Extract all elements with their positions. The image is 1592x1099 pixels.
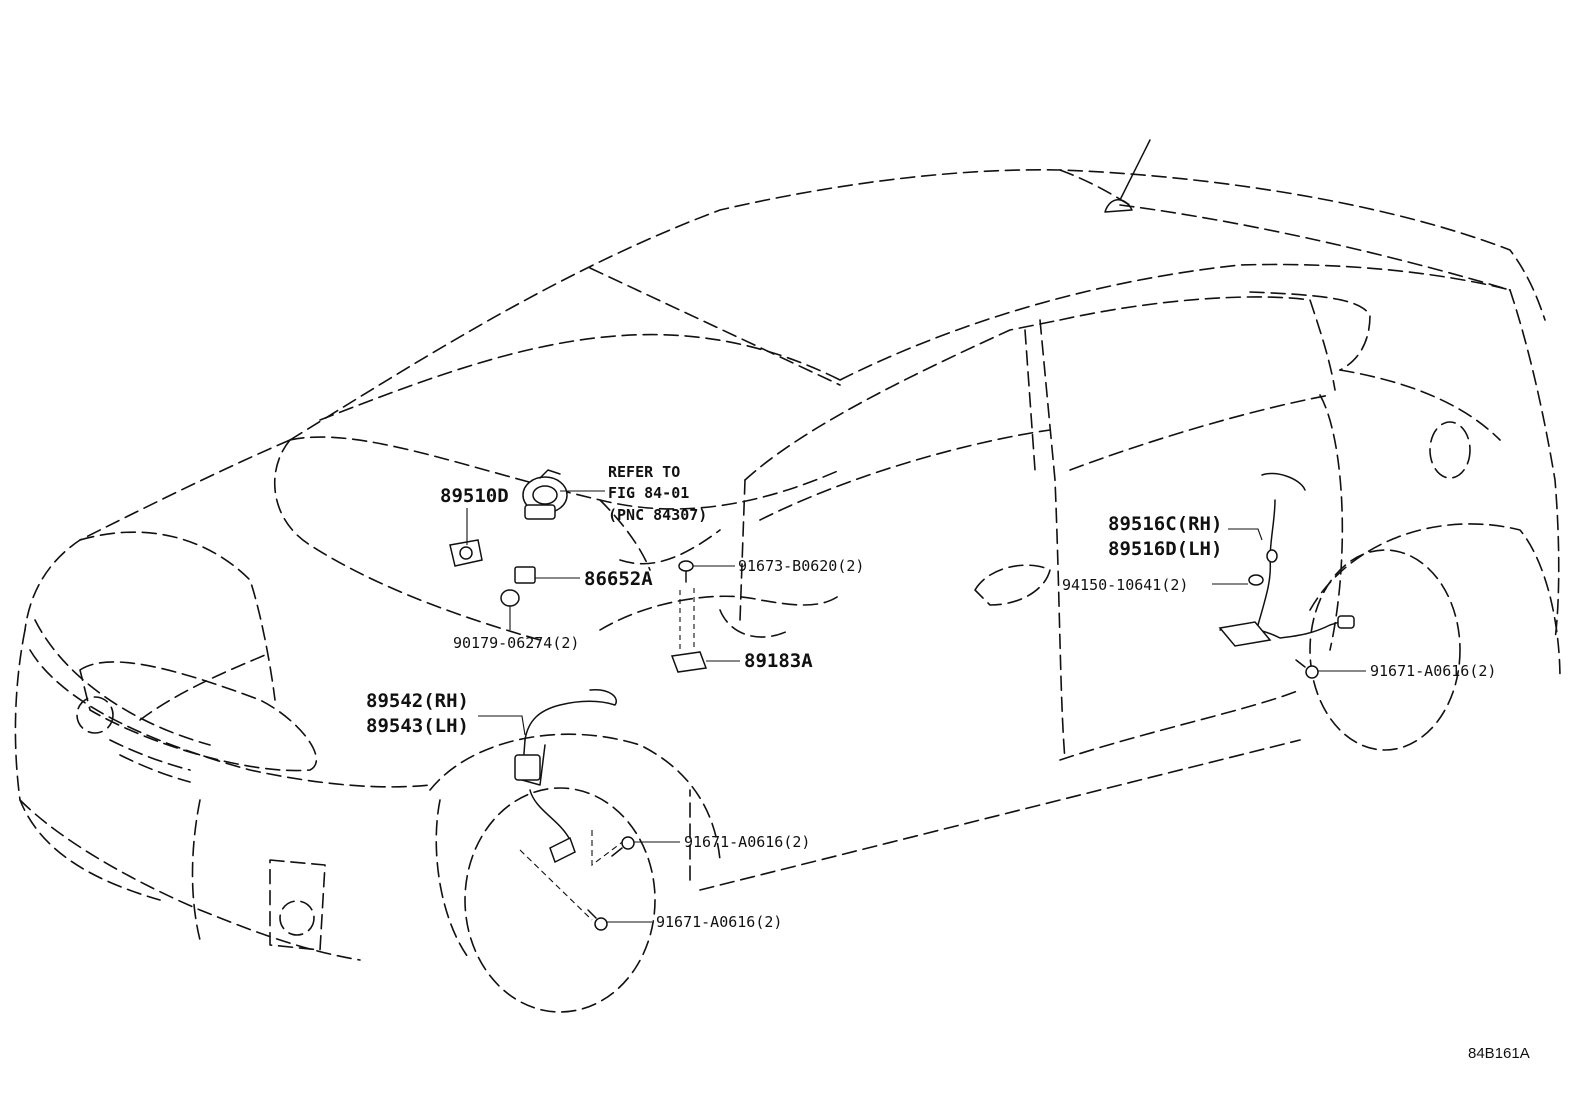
label-91671-front-upper: 91671-A0616(2) — [684, 833, 810, 851]
label-89516d-lh: 89516D(LH) — [1108, 538, 1222, 560]
diagram-code: 84B161A — [1468, 1045, 1530, 1062]
bolt-part-rear — [1295, 659, 1319, 679]
bolt-part-front-upper — [611, 836, 635, 857]
label-pnc-ref: (PNC 84307) — [608, 506, 707, 524]
connector-part — [514, 566, 536, 584]
bracket-part — [670, 588, 708, 673]
label-91673: 91673-B0620(2) — [738, 557, 864, 575]
label-86652a: 86652A — [584, 568, 653, 590]
label-94150: 94150-10641(2) — [1062, 576, 1188, 594]
label-89183a: 89183A — [744, 650, 813, 672]
label-91671-rear: 91671-A0616(2) — [1370, 662, 1496, 680]
label-90179: 90179-06274(2) — [453, 634, 579, 652]
label-refer-to: REFER TO — [608, 463, 680, 481]
airbag-sensor-part — [449, 539, 483, 567]
nut-part — [500, 589, 520, 607]
rear-speed-sensor-part — [1218, 472, 1355, 647]
screw-part-91673 — [678, 560, 694, 583]
car-outline — [14, 139, 1561, 1013]
label-89510d: 89510D — [440, 485, 509, 507]
leader-lines — [466, 490, 1366, 923]
bolt-part-front-lower — [587, 909, 608, 931]
spiral-cable-part — [522, 469, 568, 520]
label-89542-rh: 89542(RH) — [366, 690, 469, 712]
label-91671-front-lower: 91671-A0616(2) — [656, 913, 782, 931]
label-89516c-rh: 89516C(RH) — [1108, 513, 1222, 535]
front-speed-sensor-part — [514, 689, 626, 921]
label-89543-lh: 89543(LH) — [366, 715, 469, 737]
label-fig-ref: FIG 84-01 — [608, 484, 689, 502]
